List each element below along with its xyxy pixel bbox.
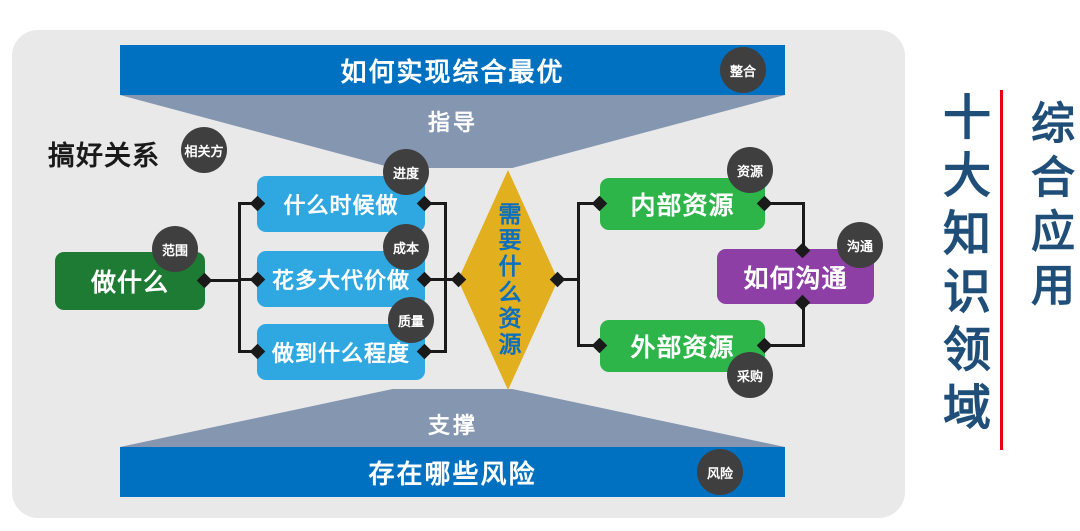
cost-box-label: 花多大代价做	[271, 268, 410, 293]
quality-badge: 质量	[388, 297, 434, 343]
guide-arrow-label: 指导	[427, 110, 478, 135]
connector-line	[802, 202, 805, 249]
communication-box-label: 如何沟通	[743, 264, 848, 293]
integration-badge: 整合	[720, 47, 766, 93]
connector-line	[765, 202, 805, 205]
external-resource-label: 外部资源	[630, 334, 735, 362]
cost-badge: 成本	[383, 224, 429, 270]
communication-badge: 沟通	[837, 222, 883, 268]
connector-line	[558, 278, 580, 281]
schedule-box: 什么时候做	[257, 176, 425, 232]
connector-line	[238, 202, 241, 353]
connector-line	[577, 344, 601, 347]
internal-resource-badge: 资源	[727, 147, 773, 193]
stakeholder-badge: 相关方	[181, 127, 227, 173]
connector-line	[765, 344, 805, 347]
quality-box-label: 做到什么程度	[271, 341, 410, 366]
connector-line	[802, 304, 805, 347]
risk-badge: 风险	[697, 449, 743, 495]
connector-line	[238, 278, 258, 281]
risk-bar-label: 存在哪些风险	[368, 458, 537, 489]
connector-line	[425, 350, 447, 353]
scope-box-label: 做什么	[90, 269, 169, 297]
side-title: 十大知识领域	[935, 92, 988, 440]
external-resource-box: 外部资源	[600, 320, 765, 372]
schedule-box-label: 什么时候做	[283, 193, 399, 218]
side-divider-line	[1000, 90, 1003, 450]
connector-line	[238, 350, 258, 353]
connector-line	[577, 202, 580, 347]
connector-line	[577, 202, 601, 205]
scope-badge: 范围	[152, 226, 198, 272]
connector-line	[444, 202, 447, 353]
schedule-badge: 进度	[383, 149, 429, 195]
connector-line	[425, 202, 447, 205]
external-resource-badge: 采购	[727, 352, 773, 398]
internal-resource-label: 内部资源	[630, 192, 735, 220]
integration-bar-label: 如何实现综合最优	[340, 56, 565, 87]
side-subtitle: 综合应用	[1024, 100, 1073, 316]
support-arrow-label: 支撑	[427, 413, 478, 438]
communication-box: 如何沟通	[717, 249, 874, 304]
resource-question-label: 需要什么资源	[495, 202, 521, 358]
connector-line	[205, 279, 240, 282]
connector-line	[425, 278, 447, 281]
stakeholder-label: 搞好关系	[48, 141, 160, 171]
integration-bar: 如何实现综合最优 整合	[120, 45, 785, 95]
risk-bar: 存在哪些风险 风险	[120, 447, 785, 497]
connector-line	[238, 202, 258, 205]
